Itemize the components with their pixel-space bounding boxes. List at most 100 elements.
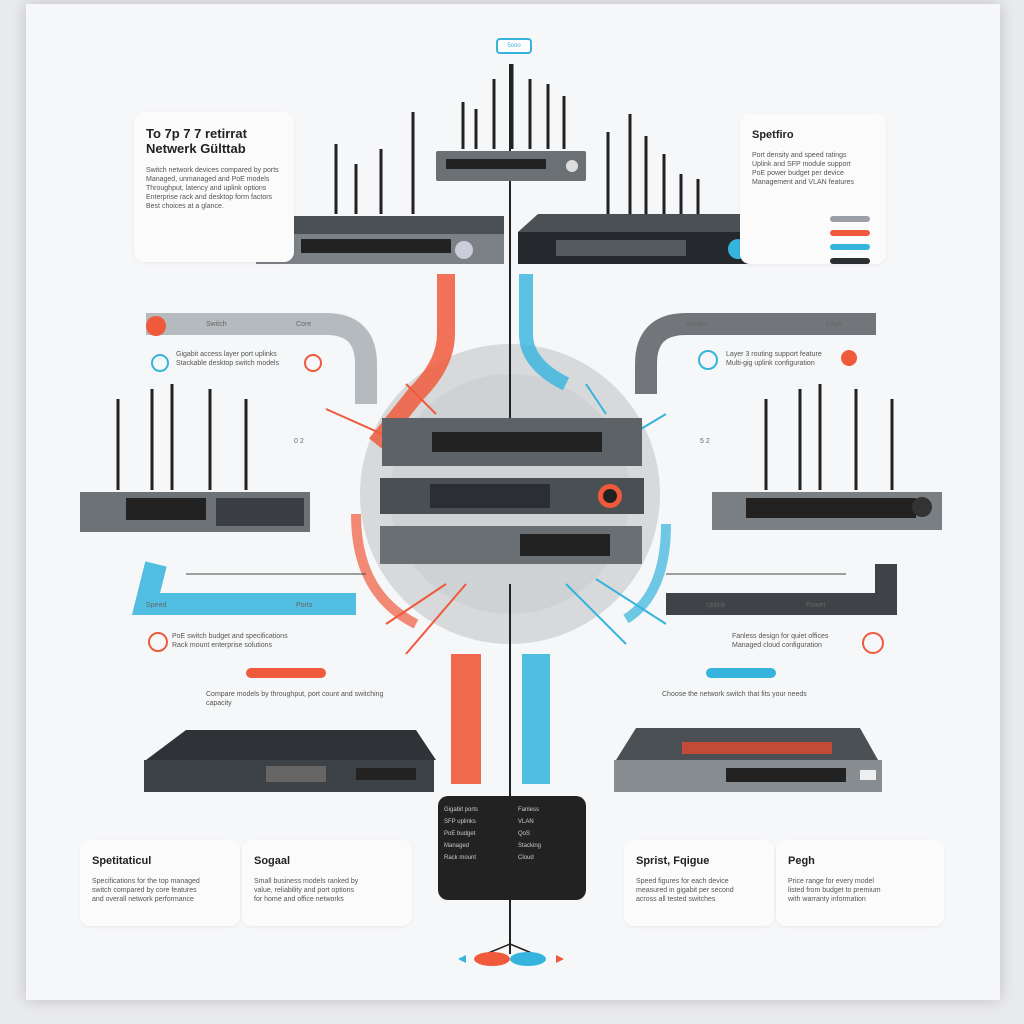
right-flow-label-right: Edge: [826, 321, 843, 328]
page-title-line2: Netwerk Gülttab: [146, 141, 246, 156]
bottom-card-text: Small business models ranked by value, r…: [242, 869, 412, 904]
infographic-poster: 5ooo To 7p 7 7 retirrat Netwerk Gülttab …: [26, 4, 1000, 1000]
bottom-card: Sprist, Fqigue Speed figures for each de…: [624, 840, 774, 926]
intro-line: Switch network devices compared by ports: [146, 167, 279, 174]
bottom-card-text: Speed figures for each device measured i…: [624, 869, 774, 904]
bottom-card-line: Specifications for the top managed: [92, 878, 200, 885]
specs-text: Port density and speed ratings Uplink an…: [740, 143, 886, 187]
specs-line: Uplink and SFP module support: [752, 161, 851, 168]
switch-icon: [614, 728, 882, 792]
left-gray-flow: [146, 313, 377, 404]
bottom-card-line: listed from budget to premium: [788, 887, 881, 894]
right-flow-line: Multi-gig uplink configuration: [726, 360, 815, 367]
intro-line: Managed, unmanaged and PoE models: [146, 176, 270, 183]
router-icon: [436, 64, 586, 181]
legend-row: SFP uplinks: [444, 819, 476, 825]
gear-icon: [304, 354, 322, 372]
legend-row: Cloud: [518, 855, 534, 861]
legend-row: VLAN: [518, 819, 534, 825]
intro-line: Best choices at a glance.: [146, 203, 224, 210]
bottom-card-title: Spetitaticul: [92, 855, 152, 867]
bottom-card-line: Small business models ranked by: [254, 878, 359, 885]
left-flow-label: Switch: [206, 321, 227, 328]
bottom-card-title: Pegh: [788, 855, 815, 867]
right-dark-flow-lower: [666, 564, 897, 615]
bottom-card-line: and overall network performance: [92, 896, 194, 903]
legend-swatch-blue: [830, 244, 870, 250]
flame-icon: [862, 632, 884, 654]
specs-line: Port density and speed ratings: [752, 152, 847, 159]
legend-row: QoS: [518, 831, 531, 837]
page-title-line1: To 7p 7 7 retirrat: [146, 126, 247, 141]
drop-icon: [148, 632, 168, 652]
flow-diagram: [80, 64, 942, 966]
right-flow-label: Router: [686, 321, 708, 328]
intro-text: Switch network devices compared by ports…: [134, 156, 294, 211]
bottom-card-line: Price range for every model: [788, 878, 874, 885]
left-flow-label-right: Core: [296, 321, 312, 328]
gear-icon: [698, 350, 718, 370]
left-flow-text: Gigabit access layer port uplinks Stacka…: [176, 350, 279, 368]
bottom-card-line: switch compared by core features: [92, 887, 197, 894]
left-flow-line: Gigabit access layer port uplinks: [176, 351, 277, 358]
left-flow-line: Stackable desktop switch models: [176, 360, 280, 367]
left-lower-label: Speed: [146, 602, 167, 609]
left-lower-label: Ports: [296, 602, 313, 609]
legend-swatch-gray: [830, 216, 870, 222]
legend-row: Stacking: [518, 843, 542, 849]
legend-swatch-dark: [830, 258, 870, 264]
flame-icon: [146, 316, 166, 336]
left-lower-line: PoE switch budget and specifications: [172, 633, 288, 640]
legend-row: Rack mount: [444, 855, 477, 861]
left-lower-text: PoE switch budget and specifications Rac…: [172, 632, 288, 650]
axis-label-right: 5 2: [700, 438, 710, 445]
flame-icon: [841, 350, 857, 366]
top-badge-label: 5ooo: [507, 43, 521, 49]
top-badge: 5ooo: [496, 38, 532, 54]
legend-row: Managed: [444, 843, 470, 849]
bottom-left-text: Compare models by throughput, port count…: [206, 690, 386, 708]
left-lower-line: Rack mount enterprise solutions: [172, 642, 272, 649]
specs-line: Management and VLAN features: [752, 179, 854, 186]
bottom-card-line: with warranty information: [788, 896, 866, 903]
right-lower-label: Power: [806, 602, 826, 609]
switch-icon: [380, 418, 644, 564]
right-lower-line: Fanless design for quiet offices: [732, 633, 829, 640]
legend-box: Gigabit ports SFP uplinks PoE budget Man…: [438, 796, 586, 900]
bottom-card: Sogaal Small business models ranked by v…: [242, 840, 412, 926]
orange-bar: [246, 668, 326, 678]
axis-label-left: 0 2: [294, 438, 304, 445]
bottom-card-title: Sprist, Fqigue: [636, 855, 710, 867]
legend-row: PoE budget: [444, 831, 476, 837]
bottom-card: Spetitaticul Specifications for the top …: [80, 840, 240, 926]
intro-line: Enterprise rack and desktop form factors: [146, 194, 273, 201]
bottom-card-line: Speed figures for each device: [636, 878, 729, 885]
bottom-card: Pegh Price range for every model listed …: [776, 840, 944, 926]
orange-flow-top: [368, 274, 455, 450]
bottom-card-line: measured in gigabit per second: [636, 887, 734, 894]
intro-card: To 7p 7 7 retirrat Netwerk Gülttab Switc…: [134, 112, 294, 262]
bottom-card-text: Specifications for the top managed switc…: [80, 869, 240, 904]
right-lower-line: Managed cloud configuration: [732, 642, 822, 649]
intro-line: Throughput, latency and uplink options: [146, 185, 267, 192]
bottom-text-line: Compare models by throughput, port count…: [206, 691, 384, 707]
bottom-card-title: Sogaal: [254, 855, 291, 867]
switch-icon: [144, 730, 436, 792]
right-lower-text: Fanless design for quiet offices Managed…: [732, 632, 828, 650]
page-title: To 7p 7 7 retirrat Netwerk Gülttab: [134, 112, 294, 156]
blue-bar: [706, 668, 776, 678]
right-lower-label: Uplink: [706, 602, 726, 609]
bottom-text-line: Choose the network switch that fits your…: [662, 691, 807, 698]
legend-swatch-orange: [830, 230, 870, 236]
right-flow-line: Layer 3 routing support feature: [726, 351, 822, 358]
bottom-card-line: value, reliability and port options: [254, 887, 355, 894]
bottom-card-line: for home and office networks: [254, 896, 344, 903]
right-flow-text: Layer 3 routing support feature Multi-gi…: [726, 350, 822, 368]
right-dark-flow: [635, 313, 876, 394]
switch-icon: [712, 384, 942, 530]
bottom-card-line: across all tested switches: [636, 896, 716, 903]
switch-icon: [518, 114, 766, 264]
legend-row: Fanless: [518, 807, 540, 813]
bottom-right-text: Choose the network switch that fits your…: [662, 690, 842, 699]
switch-icon: [80, 384, 310, 532]
